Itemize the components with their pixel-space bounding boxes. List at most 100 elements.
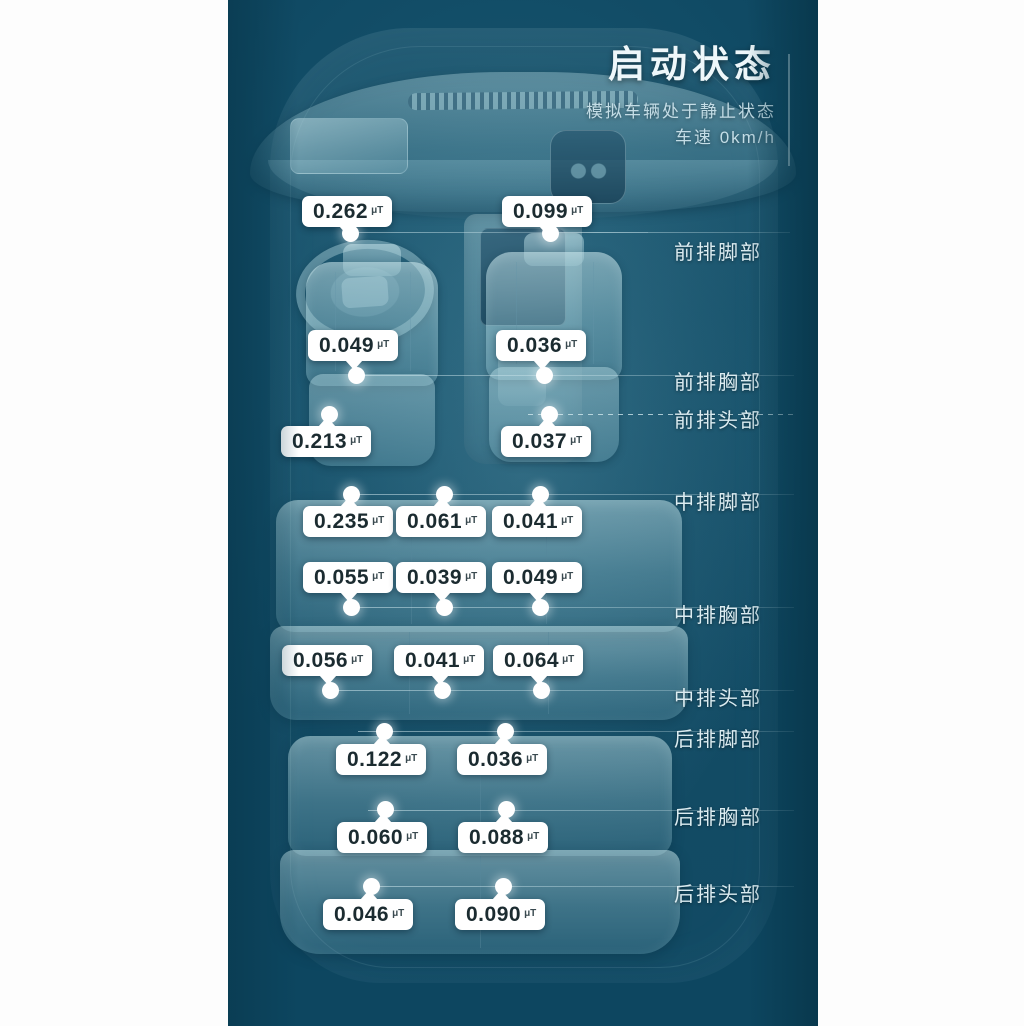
measure-dot xyxy=(536,367,553,384)
side-label-front-head: 前排头部 xyxy=(674,410,762,432)
measure-dot xyxy=(498,801,515,818)
measurement-unit: μT xyxy=(465,571,478,582)
side-label-front-foot: 前排脚部 xyxy=(674,242,762,264)
page-title: 启动状态 xyxy=(608,44,776,85)
measurement-unit: μT xyxy=(571,205,584,216)
measurement-unit: μT xyxy=(377,339,390,350)
measurement-badge-m03[interactable]: 0.049 μT xyxy=(308,330,399,370)
measurement-badge-m19[interactable]: 0.088 μT xyxy=(458,813,549,853)
measurement-badge-m01[interactable]: 0.262 μT xyxy=(302,196,393,236)
car-cabin-outline xyxy=(290,46,760,968)
header-accent-bar xyxy=(788,54,790,166)
measure-dot xyxy=(363,878,380,895)
measurement-badge-m18[interactable]: 0.060 μT xyxy=(337,813,428,853)
measurement-unit: μT xyxy=(465,515,478,526)
measure-dot xyxy=(541,406,558,423)
measurement-badge-m09[interactable]: 0.041 μT xyxy=(492,497,583,537)
measurement-unit: μT xyxy=(562,654,575,665)
measure-dot xyxy=(436,486,453,503)
measure-dot xyxy=(342,225,359,242)
measurement-unit: μT xyxy=(372,515,385,526)
measurement-badge-m07[interactable]: 0.235 μT xyxy=(303,497,394,537)
measure-dot xyxy=(533,682,550,699)
measure-dot xyxy=(343,486,360,503)
lead-line xyxy=(348,494,794,495)
instrument-cluster xyxy=(290,118,408,174)
measurement-unit: μT xyxy=(561,571,574,582)
measure-dot xyxy=(321,406,338,423)
lead-line xyxy=(528,414,794,415)
measurement-unit: μT xyxy=(371,205,384,216)
header-subtitle-line-2: 车速 0km/h xyxy=(674,128,776,148)
measurement-unit: μT xyxy=(406,831,419,842)
measurement-value: 0.060 xyxy=(348,826,404,849)
lead-line xyxy=(358,731,794,732)
measurement-badge-m08[interactable]: 0.061 μT xyxy=(396,497,487,537)
measurement-value: 0.036 xyxy=(507,334,563,357)
seat-front-left xyxy=(306,244,438,466)
lead-line xyxy=(348,607,794,608)
measurement-badge-m06[interactable]: 0.037 μT xyxy=(501,417,592,457)
header-block: 启动状态 模拟车辆处于静止状态 车速 0km/h xyxy=(586,44,790,166)
measurement-value: 0.090 xyxy=(466,903,522,926)
measurement-badge-m17[interactable]: 0.036 μT xyxy=(457,735,548,775)
measurement-badge-m05[interactable]: 0.213 μT xyxy=(281,417,372,457)
measurement-badge-m20[interactable]: 0.046 μT xyxy=(323,890,414,930)
lead-line xyxy=(548,232,790,233)
side-label-rear-head: 后排头部 xyxy=(674,884,762,906)
measurement-unit: μT xyxy=(561,515,574,526)
measurement-badge-m14[interactable]: 0.041 μT xyxy=(394,645,485,685)
measurement-unit: μT xyxy=(463,654,476,665)
measurement-unit: μT xyxy=(405,753,418,764)
lead-line xyxy=(348,232,648,233)
measurement-value: 0.039 xyxy=(407,566,463,589)
measurement-unit: μT xyxy=(392,908,405,919)
measurement-badge-m11[interactable]: 0.039 μT xyxy=(396,562,487,602)
measurement-badge-m13[interactable]: 0.056 μT xyxy=(282,645,373,685)
measure-dot xyxy=(497,723,514,740)
header-subtitle-line-1: 模拟车辆处于静止状态 xyxy=(586,102,776,121)
measurement-badge-m04[interactable]: 0.036 μT xyxy=(496,330,587,370)
measurement-badge-m21[interactable]: 0.090 μT xyxy=(455,890,546,930)
lead-line xyxy=(368,886,794,887)
measurement-unit: μT xyxy=(350,435,363,446)
side-label-rear-foot: 后排脚部 xyxy=(674,729,762,751)
side-label-mid-chest: 中排胸部 xyxy=(674,605,762,627)
measurement-badge-m10[interactable]: 0.055 μT xyxy=(303,562,394,602)
measurement-value: 0.056 xyxy=(293,649,349,672)
measurement-value: 0.262 xyxy=(313,200,369,223)
measurement-badge-m02[interactable]: 0.099 μT xyxy=(502,196,593,236)
measurement-value: 0.235 xyxy=(314,510,370,533)
measure-dot xyxy=(532,599,549,616)
measurement-value: 0.037 xyxy=(512,430,568,453)
lead-line xyxy=(354,375,794,376)
measure-dot xyxy=(348,367,365,384)
measurement-badge-m12[interactable]: 0.049 μT xyxy=(492,562,583,602)
measurement-unit: μT xyxy=(372,571,385,582)
seat-back xyxy=(306,262,438,386)
measure-dot xyxy=(322,682,339,699)
measurement-unit: μT xyxy=(526,753,539,764)
measure-dot xyxy=(436,599,453,616)
lead-line xyxy=(328,690,794,691)
measurement-value: 0.213 xyxy=(292,430,348,453)
measurement-value: 0.041 xyxy=(503,510,559,533)
measurement-value: 0.088 xyxy=(469,826,525,849)
measurement-value: 0.099 xyxy=(513,200,569,223)
measure-dot xyxy=(376,723,393,740)
side-label-mid-head: 中排头部 xyxy=(674,688,762,710)
side-label-front-chest: 前排胸部 xyxy=(674,372,762,394)
side-label-rear-chest: 后排胸部 xyxy=(674,807,762,829)
measurement-value: 0.055 xyxy=(314,566,370,589)
measurement-badge-m15[interactable]: 0.064 μT xyxy=(493,645,584,685)
measurement-value: 0.049 xyxy=(503,566,559,589)
measurement-unit: μT xyxy=(565,339,578,350)
rearview-mirror-icon xyxy=(550,130,626,204)
measurement-unit: μT xyxy=(351,654,364,665)
side-label-mid-foot: 中排脚部 xyxy=(674,492,762,514)
measurement-badge-m16[interactable]: 0.122 μT xyxy=(336,735,427,775)
measurement-value: 0.061 xyxy=(407,510,463,533)
measurement-value: 0.041 xyxy=(405,649,461,672)
measure-dot xyxy=(542,225,559,242)
